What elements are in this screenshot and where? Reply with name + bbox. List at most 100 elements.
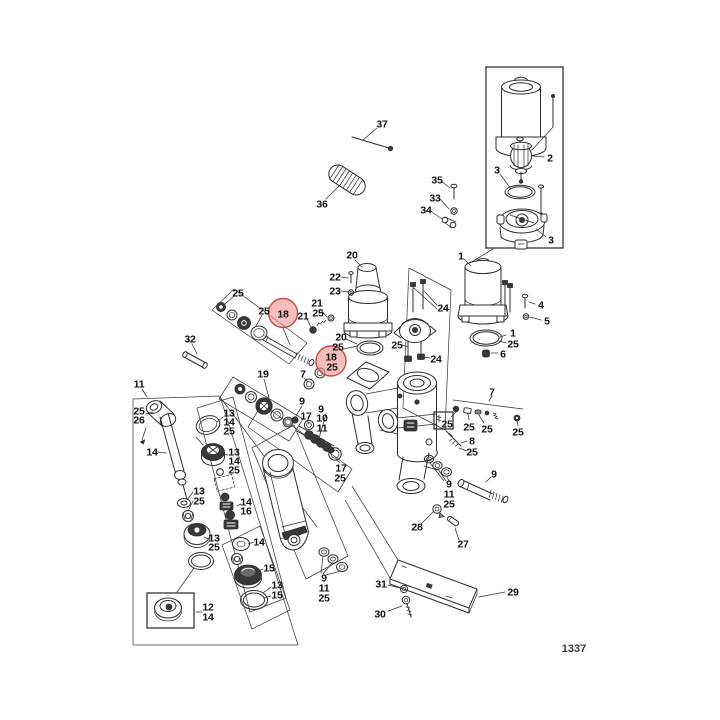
seal-cluster-25 (215, 301, 268, 341)
spacer-outline (213, 473, 236, 492)
part-label-22: 22 (329, 272, 341, 284)
part-label-15: 15 (271, 590, 283, 602)
armature-2 (510, 136, 532, 184)
gasket-plate (346, 361, 390, 390)
motor-o-ring-1-25 (469, 329, 503, 347)
part-label-7: 7 (489, 387, 495, 399)
check-valve-kit-7 (436, 399, 524, 423)
o-ring-7 (303, 378, 315, 390)
figure-number: 1337 (562, 643, 586, 655)
part-label-20: 20 (335, 332, 347, 344)
nut-mid (231, 553, 243, 565)
part-label-3: 3 (494, 165, 500, 177)
scraper-ring-13-14-25 (195, 415, 221, 435)
part-label-25: 25 (507, 339, 519, 351)
pivot-pin-32 (182, 351, 208, 369)
part-label-13: 13 (228, 447, 240, 459)
part-label-30: 30 (374, 609, 386, 621)
washer-5 (522, 313, 530, 320)
part-label-25: 25 (193, 496, 205, 508)
part-label-31: 31 (375, 579, 387, 591)
part-label-25: 25 (481, 424, 493, 436)
pin-27 (446, 515, 460, 527)
part-label-13: 13 (223, 408, 235, 420)
o-rings-9-11-25-right (423, 454, 452, 477)
part-label-37: 37 (376, 119, 388, 131)
piston-inset-box (146, 592, 195, 629)
washer-33 (450, 207, 458, 215)
screw-4 (521, 293, 529, 309)
o-ring-3 (504, 184, 536, 200)
labels-layer: 3736353334233145125620222321252124252420… (133, 119, 554, 624)
part-label-14: 14 (202, 612, 214, 624)
part-label-4: 4 (538, 300, 544, 312)
part-label-36: 36 (316, 199, 328, 211)
part-label-16: 16 (240, 506, 252, 518)
part-label-15: 15 (263, 563, 275, 575)
bolt-3 (537, 184, 545, 218)
part-label-23: 23 (329, 286, 341, 298)
leader-lines (141, 127, 547, 613)
part-label-35: 35 (431, 175, 443, 187)
trim-rod-9-10-11 (291, 416, 342, 461)
piston-o-ring (188, 552, 214, 570)
part-label-7: 7 (300, 369, 306, 381)
part-label-25: 25 (318, 593, 330, 605)
part-label-25-highlighted: 25 (326, 362, 338, 374)
part-label-11: 11 (134, 379, 145, 391)
part-label-29: 29 (507, 587, 519, 599)
part-label-25: 25 (332, 342, 344, 354)
part-label-25: 25 (312, 308, 324, 320)
screw-22 (348, 271, 354, 284)
part-label-24: 24 (437, 303, 449, 315)
clip-34 (441, 216, 457, 229)
part-label-25: 25 (443, 499, 455, 511)
part-label-34: 34 (420, 205, 432, 217)
part-label-25: 25 (512, 427, 524, 439)
part-label-19: 19 (257, 369, 269, 381)
rod-end-washer-nut-13-25 (177, 498, 194, 522)
part-label-6: 6 (500, 349, 506, 361)
part-label-11: 11 (319, 583, 330, 595)
part-label-14: 14 (240, 497, 252, 509)
pump-end-cap-3 (496, 208, 548, 250)
pump-motor-1 (457, 258, 513, 325)
part-label-17: 17 (300, 411, 312, 423)
relief-valve-21-25 (309, 314, 335, 334)
spring-36 (328, 163, 366, 196)
part-label-33: 33 (429, 193, 441, 205)
o-rings-9-11-25-left (318, 547, 348, 573)
part-label-9: 9 (318, 404, 324, 416)
part-label-9: 9 (491, 469, 497, 481)
filter-set-19 (234, 383, 294, 428)
washer-31 (399, 584, 409, 594)
washer-28 (432, 504, 445, 519)
tilt-tube-rod-37 (351, 136, 394, 152)
check-valve-stack-14-16 (219, 492, 239, 530)
memory-piston-15 (234, 564, 262, 589)
anode-plate-29 (389, 559, 478, 614)
part-label-13: 13 (193, 486, 205, 498)
highlight-part-18-25[interactable] (315, 345, 347, 377)
pump-adapter-24 (393, 279, 437, 362)
washer-23 (347, 289, 355, 296)
part-label-14: 14 (228, 456, 240, 468)
cylinder-rod-14 (159, 412, 188, 500)
part-label-11: 11 (444, 489, 455, 501)
screw-35 (450, 183, 458, 200)
part-label-9: 9 (321, 573, 327, 585)
part-label-21: 21 (297, 311, 309, 323)
part-label-25: 25 (334, 473, 346, 485)
part-label-26: 26 (133, 415, 145, 427)
threaded-pin-9 (457, 478, 509, 504)
part-label-11: 11 (317, 423, 328, 435)
tilt-cylinder-body (262, 449, 309, 551)
part-label-9: 9 (299, 396, 305, 408)
part-label-12: 12 (202, 602, 214, 614)
part-label-25: 25 (463, 422, 475, 434)
part-label-18-highlighted: 18 (277, 309, 289, 321)
highlight-part-18[interactable] (267, 297, 299, 329)
part-label-24: 24 (430, 354, 442, 366)
